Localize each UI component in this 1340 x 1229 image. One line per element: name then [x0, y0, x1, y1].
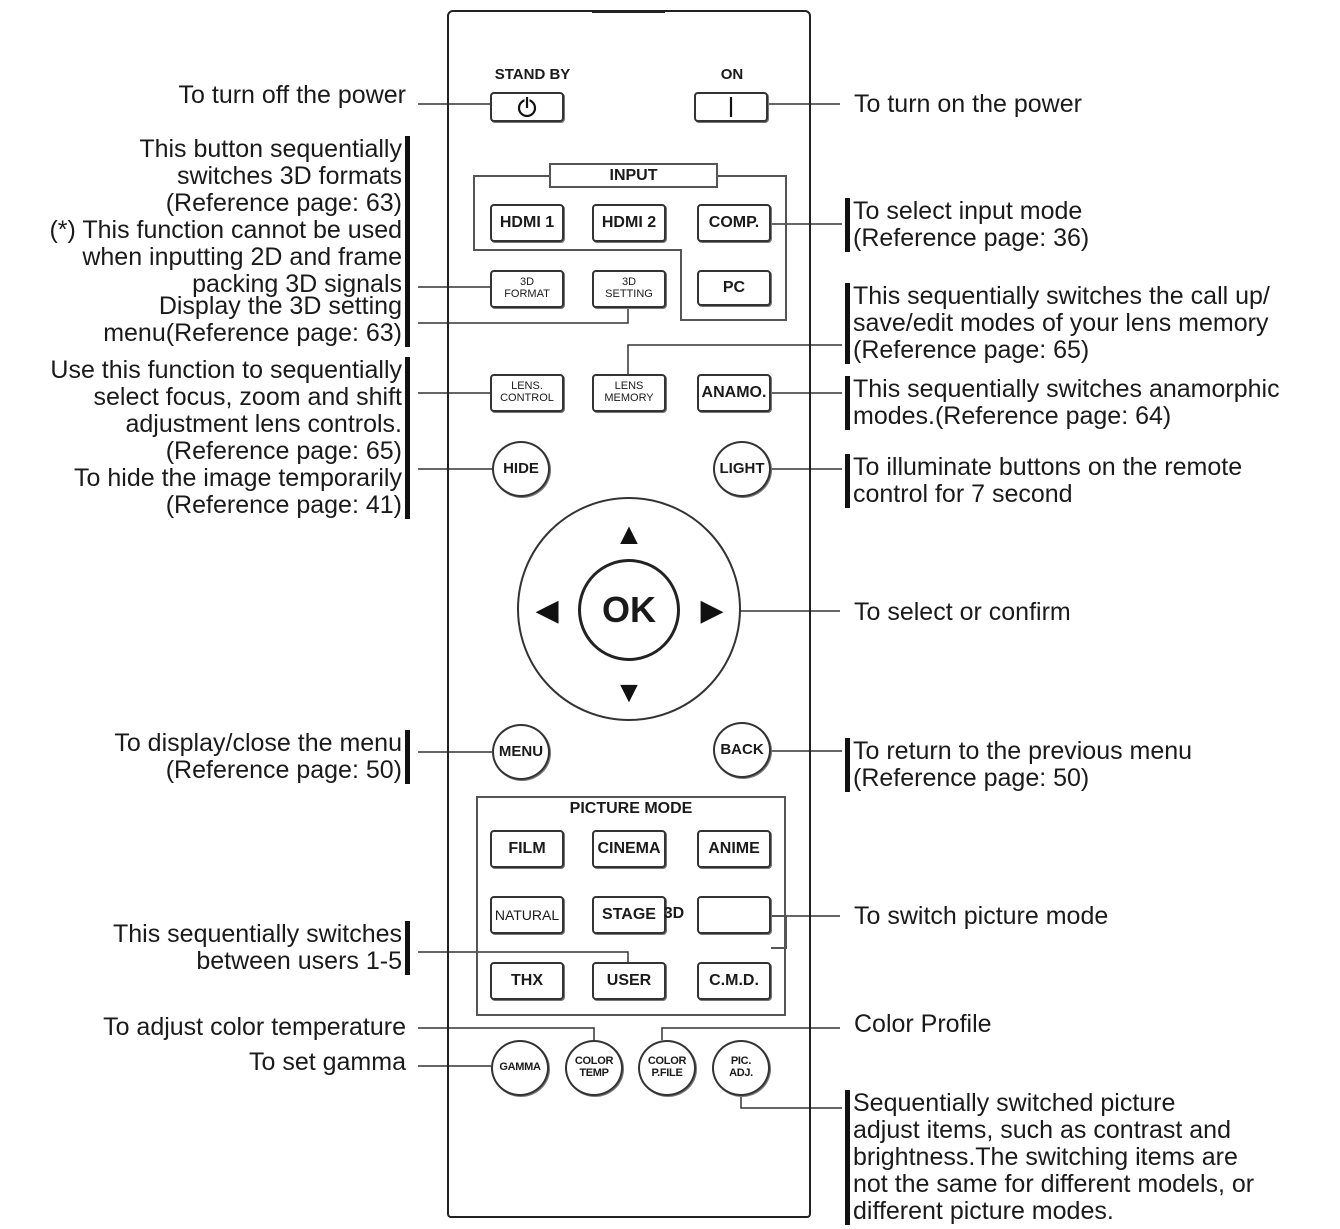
color-pfile-button[interactable]: COLOR P.FILE	[638, 1040, 696, 1096]
light-button[interactable]: LIGHT	[713, 441, 771, 497]
annotation-anamo: This sequentially switches anamorphic mo…	[845, 376, 1338, 430]
lens-control-button[interactable]: LENS. CONTROL	[490, 374, 564, 412]
leader-lens-memory	[627, 344, 842, 374]
annotation-lens-memory: This sequentially switches the call up/ …	[845, 283, 1333, 364]
natural-button[interactable]: NATURAL	[490, 896, 564, 934]
annotation-color-profile: Color Profile	[854, 1010, 992, 1038]
hdmi1-button[interactable]: HDMI 1	[490, 204, 564, 242]
3d-setting-button[interactable]: 3D SETTING	[592, 270, 666, 308]
thx-button[interactable]: THX	[490, 962, 564, 1000]
annotation-gamma: To set gamma	[248, 1048, 406, 1076]
annotation-back: To return to the previous menu (Referenc…	[845, 738, 1333, 792]
leader-color-profile	[661, 1027, 840, 1040]
annotation-input-mode: To select input mode (Reference page: 36…	[845, 198, 1293, 252]
3d-format-button[interactable]: 3D FORMAT	[490, 270, 564, 308]
anamo-button[interactable]: ANAMO.	[697, 374, 771, 412]
leader-user	[418, 951, 629, 962]
direction-pad	[517, 497, 741, 721]
annotation-power-on: To turn on the power	[854, 90, 1082, 118]
picture-mode-group	[476, 796, 786, 1016]
pic-adj-button[interactable]: PIC. ADJ.	[712, 1040, 770, 1096]
annotation-3d-setting: Display the 3D setting menu(Reference pa…	[40, 293, 410, 347]
leader-color-temp	[418, 1027, 595, 1040]
blank-mode-button[interactable]	[697, 896, 771, 934]
on-label: ON	[720, 66, 744, 83]
annotation-picture-mode: To switch picture mode	[854, 902, 1109, 930]
anime-button[interactable]: ANIME	[697, 830, 771, 868]
standby-button[interactable]	[490, 92, 564, 122]
annotation-pic-adj: Sequentially switched picture adjust ite…	[845, 1090, 1333, 1225]
lens-memory-button[interactable]: LENS MEMORY	[592, 374, 666, 412]
remote-control-body	[447, 10, 811, 1218]
right-arrow-icon[interactable]: ▶	[700, 594, 724, 627]
color-temp-button[interactable]: COLOR TEMP	[565, 1040, 623, 1096]
annotation-color-temp: To adjust color temperature	[103, 1013, 406, 1041]
vertical-bar-icon	[729, 97, 733, 117]
annotation-menu: To display/close the menu (Reference pag…	[40, 730, 410, 784]
input-group-title: INPUT	[549, 163, 718, 188]
picture-mode-bracket	[771, 915, 787, 949]
left-arrow-icon[interactable]: ◀	[535, 594, 559, 627]
annotation-ok: To select or confirm	[854, 598, 1071, 626]
pc-button[interactable]: PC	[697, 270, 771, 306]
ok-button[interactable]: OK	[578, 559, 680, 661]
annotation-light: To illuminate buttons on the remote cont…	[845, 454, 1333, 508]
picture-mode-title: PICTURE MODE	[540, 800, 722, 822]
stage-button[interactable]: STAGE	[592, 896, 666, 934]
on-button[interactable]	[694, 92, 768, 122]
user-button[interactable]: USER	[592, 962, 666, 1000]
annotation-3d-format: This button sequentially switches 3D for…	[0, 136, 410, 298]
cmd-button[interactable]: C.M.D.	[697, 962, 771, 1000]
standby-label: STAND BY	[494, 66, 571, 83]
input-bracket	[473, 175, 787, 321]
hdmi2-button[interactable]: HDMI 2	[592, 204, 666, 242]
cinema-button[interactable]: CINEMA	[592, 830, 666, 868]
power-symbol-icon	[517, 97, 537, 118]
annotation-lens-control: Use this function to sequentially select…	[0, 357, 410, 465]
annotation-hide: To hide the image temporarily (Reference…	[20, 465, 410, 519]
stage-3d-label: 3D	[663, 905, 685, 922]
film-button[interactable]: FILM	[490, 830, 564, 868]
up-arrow-icon[interactable]: ▲	[614, 518, 644, 551]
annotation-power-off: To turn off the power	[178, 81, 406, 109]
hide-button[interactable]: HIDE	[492, 441, 550, 497]
leader-setting3d	[418, 307, 629, 324]
gamma-button[interactable]: GAMMA	[491, 1040, 549, 1096]
annotation-user: This sequentially switches between users…	[40, 921, 410, 975]
menu-button[interactable]: MENU	[492, 724, 550, 780]
leader-pic-adj	[740, 1097, 842, 1109]
comp-button[interactable]: COMP.	[697, 204, 771, 242]
back-button[interactable]: BACK	[713, 722, 771, 778]
down-arrow-icon[interactable]: ▼	[614, 676, 644, 709]
